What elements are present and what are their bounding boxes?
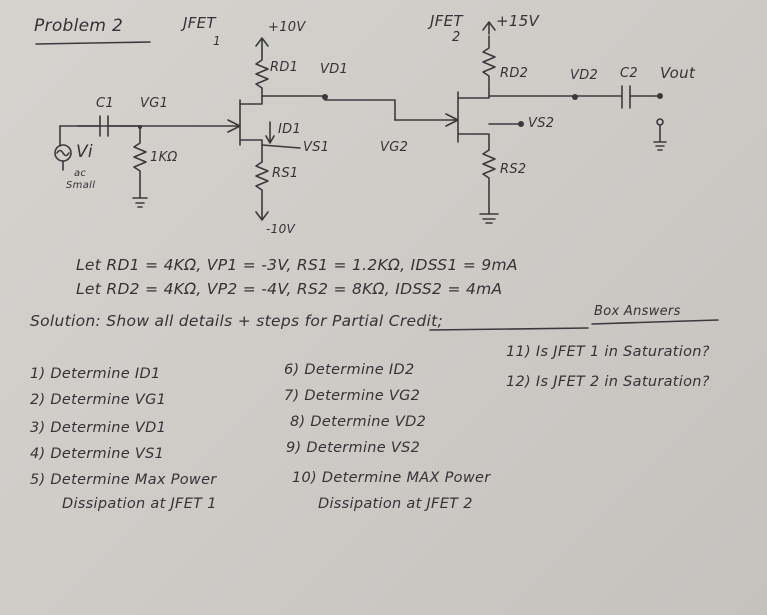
question-5b: Dissipation at JFET 1 bbox=[62, 496, 217, 512]
question-1: 1) Determine ID1 bbox=[30, 366, 161, 382]
rg-label: 1KΩ bbox=[150, 150, 178, 165]
rd1-resistor bbox=[255, 51, 269, 97]
question-11: 11) Is JFET 1 in Saturation? bbox=[506, 344, 710, 360]
vg2-label: VG2 bbox=[380, 140, 409, 155]
vout-label: Vout bbox=[660, 64, 696, 82]
jfet2-gate bbox=[394, 113, 459, 127]
vi-label: Vi bbox=[76, 142, 93, 162]
jfet2-number: 2 bbox=[452, 30, 461, 45]
vi-small-label: Small bbox=[66, 180, 96, 191]
jfet1-gate bbox=[77, 119, 241, 133]
c1-label: C1 bbox=[96, 96, 114, 111]
vdd1-arrow bbox=[255, 37, 269, 53]
params-line-2: Let RD2 = 4KΩ, VP2 = -4V, RS2 = 8KΩ, IDS… bbox=[76, 280, 503, 298]
rg-resistor bbox=[133, 126, 147, 199]
vdd1-label: +10V bbox=[268, 20, 306, 35]
vi-ac-label: ac bbox=[74, 168, 87, 179]
vg1-label: VG1 bbox=[140, 96, 169, 111]
jfet1-number: 1 bbox=[213, 34, 221, 48]
c2-capacitor bbox=[621, 85, 631, 109]
problem-title: Problem 2 bbox=[34, 16, 124, 36]
rd2-label: RD2 bbox=[500, 66, 529, 81]
rs1-resistor bbox=[255, 161, 269, 219]
rd1-label: RD1 bbox=[270, 60, 299, 75]
ground-rs2 bbox=[479, 213, 499, 224]
rs2-label: RS2 bbox=[500, 162, 527, 177]
vs2-label: VS2 bbox=[528, 116, 555, 131]
question-7: 7) Determine VG2 bbox=[284, 388, 421, 404]
question-12: 12) Is JFET 2 in Saturation? bbox=[506, 374, 710, 390]
id1-label: ID1 bbox=[278, 122, 302, 137]
rs1-label: RS1 bbox=[272, 166, 299, 181]
vd1-label: VD1 bbox=[320, 62, 349, 77]
question-6: 6) Determine ID2 bbox=[284, 362, 415, 378]
vss-label: -10V bbox=[266, 222, 296, 236]
vd1-wire bbox=[261, 95, 396, 121]
solution-instructions: Solution: Show all details + steps for P… bbox=[30, 312, 444, 330]
question-5a: 5) Determine Max Power bbox=[30, 472, 217, 488]
jfet1-title: JFET bbox=[183, 14, 216, 32]
jfet2-symbol bbox=[457, 91, 490, 151]
vd2-label: VD2 bbox=[570, 68, 599, 83]
jfet1-symbol bbox=[239, 95, 263, 163]
ground-rg bbox=[132, 197, 148, 208]
question-4: 4) Determine VS1 bbox=[30, 446, 165, 462]
vdd2-label: +15V bbox=[496, 12, 540, 30]
question-3: 3) Determine VD1 bbox=[30, 420, 167, 436]
vdd2-arrow bbox=[482, 21, 496, 35]
question-10a: 10) Determine MAX Power bbox=[292, 470, 491, 486]
jfet2-title: JFET bbox=[430, 12, 463, 30]
c2-label: C2 bbox=[620, 66, 638, 81]
box-answers-note: Box Answers bbox=[594, 304, 681, 319]
rs2-resistor bbox=[482, 149, 496, 215]
rd2-resistor bbox=[482, 35, 496, 97]
question-8: 8) Determine VD2 bbox=[290, 414, 427, 430]
question-10b: Dissipation at JFET 2 bbox=[318, 496, 473, 512]
question-9: 9) Determine VS2 bbox=[286, 440, 421, 456]
vs1-label: VS1 bbox=[303, 140, 330, 155]
question-2: 2) Determine VG1 bbox=[30, 392, 167, 408]
params-line-1: Let RD1 = 4KΩ, VP1 = -3V, RS1 = 1.2KΩ, I… bbox=[76, 256, 518, 274]
